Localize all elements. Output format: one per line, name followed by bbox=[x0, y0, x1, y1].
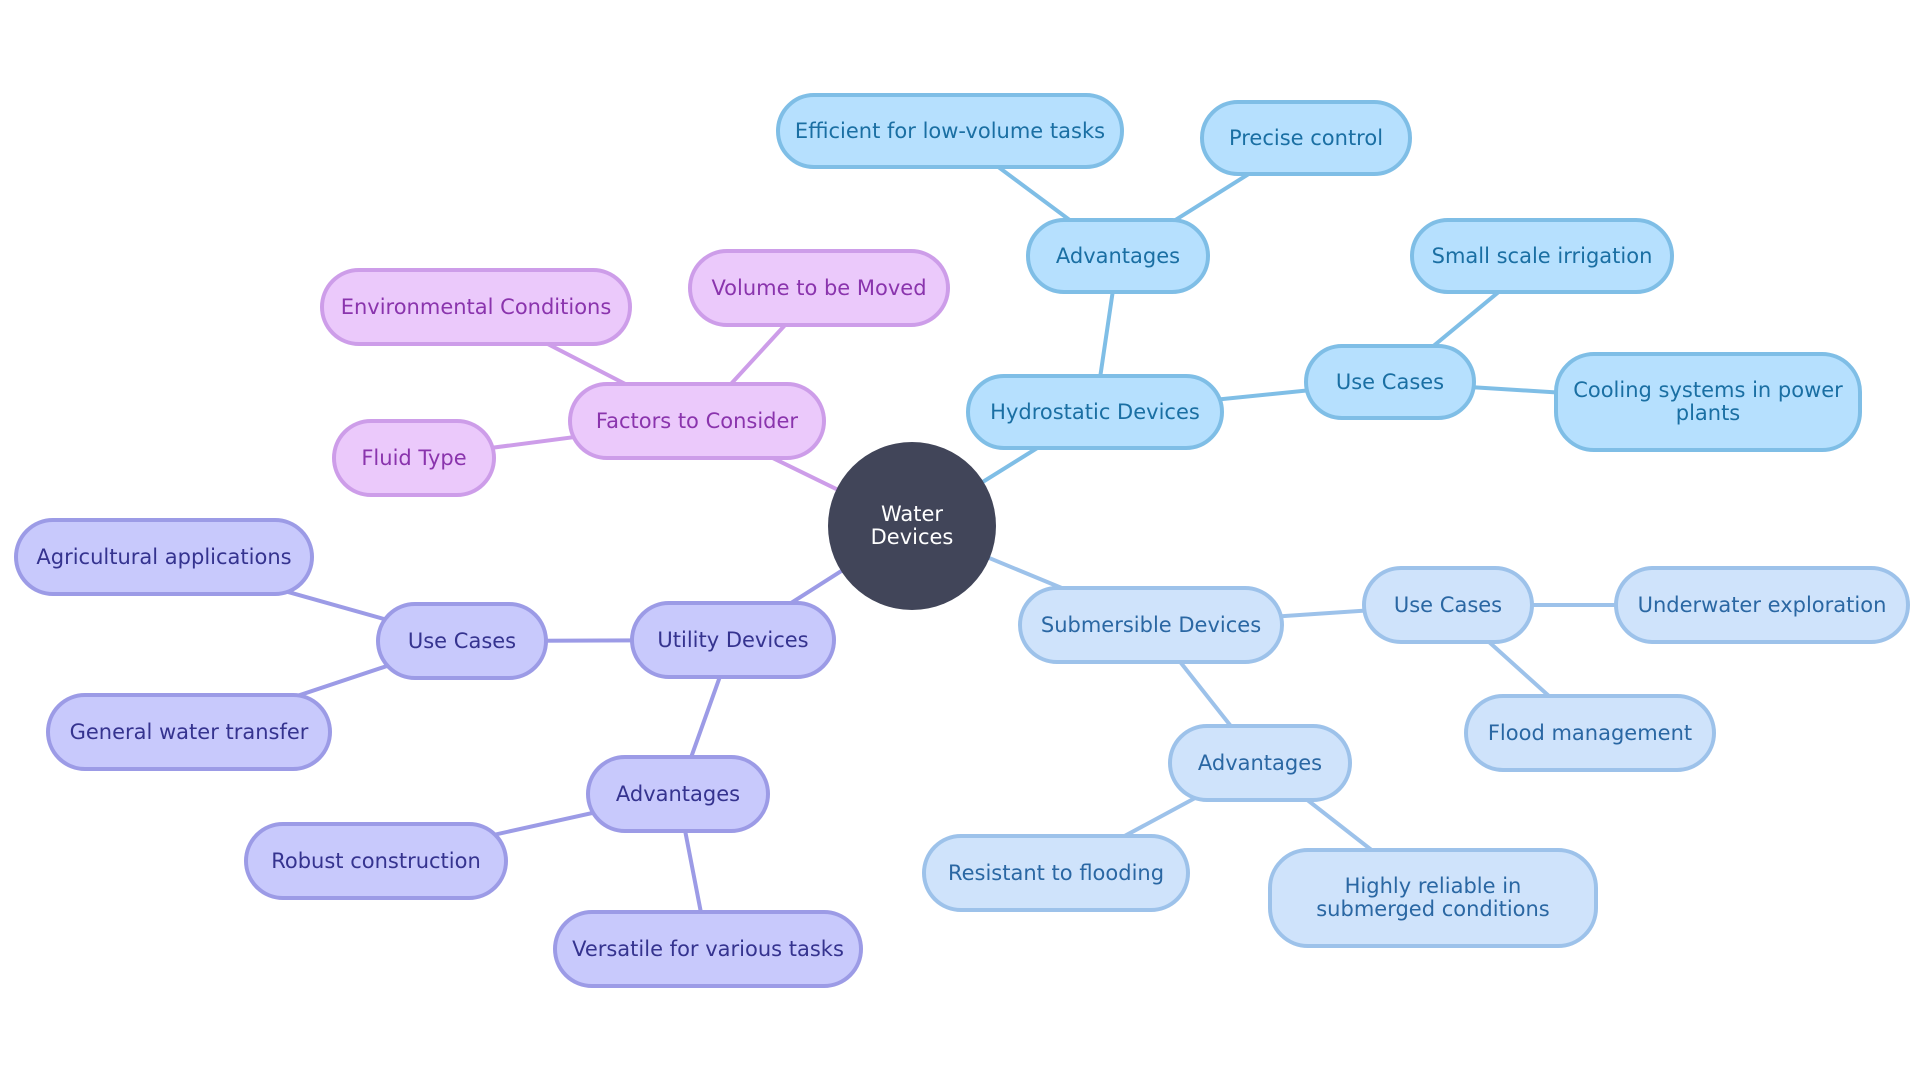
node-hydro-uc-cooling: Cooling systems in power plants bbox=[1554, 352, 1862, 452]
node-util-uc-agricultural: Agricultural applications bbox=[14, 518, 314, 596]
node-hydro-adv-precise-control: Precise control bbox=[1200, 100, 1412, 176]
node-sub-use-cases: Use Cases bbox=[1362, 566, 1534, 644]
node-fact-environmental: Environmental Conditions bbox=[320, 268, 632, 346]
node-hydro-advantages: Advantages bbox=[1026, 218, 1210, 294]
node-sub-uc-flood: Flood management bbox=[1464, 694, 1716, 772]
node-util-advantages: Advantages bbox=[586, 755, 770, 833]
node-hydro-use-cases: Use Cases bbox=[1304, 344, 1476, 420]
node-hydro-adv-efficient: Efficient for low-volume tasks bbox=[776, 93, 1124, 169]
node-util-use-cases: Use Cases bbox=[376, 602, 548, 680]
node-hydro-uc-irrigation: Small scale irrigation bbox=[1410, 218, 1674, 294]
node-util-uc-water-transfer: General water transfer bbox=[46, 693, 332, 771]
node-sub-uc-underwater: Underwater exploration bbox=[1614, 566, 1910, 644]
node-hydrostatic-devices: Hydrostatic Devices bbox=[966, 374, 1224, 450]
node-utility-devices: Utility Devices bbox=[630, 601, 836, 679]
node-factors-to-consider: Factors to Consider bbox=[568, 382, 826, 460]
node-submersible-devices: Submersible Devices bbox=[1018, 586, 1284, 664]
node-fact-volume: Volume to be Moved bbox=[688, 249, 950, 327]
node-util-adv-robust: Robust construction bbox=[244, 822, 508, 900]
node-sub-adv-reliable: Highly reliable in submerged conditions bbox=[1268, 848, 1598, 948]
node-util-adv-versatile: Versatile for various tasks bbox=[553, 910, 863, 988]
node-sub-adv-flooding: Resistant to flooding bbox=[922, 834, 1190, 912]
root-node: Water Devices bbox=[828, 442, 996, 610]
node-sub-advantages: Advantages bbox=[1168, 724, 1352, 802]
node-fact-fluid-type: Fluid Type bbox=[332, 419, 496, 497]
